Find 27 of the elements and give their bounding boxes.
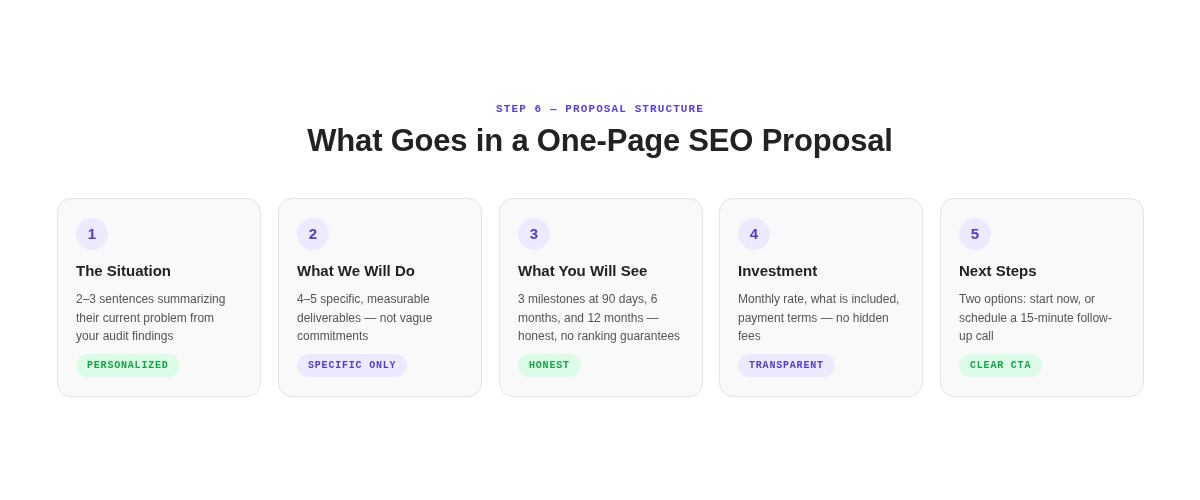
card-heading: What We Will Do — [297, 262, 415, 279]
step-card — [940, 198, 1144, 397]
card-description: Monthly rate, what is included, payment terms — no hidden fees — [738, 291, 901, 345]
card-heading: What You Will See — [518, 262, 648, 279]
number-circle: 5 — [959, 218, 991, 250]
card-description: 2–3 sentences summarizing their current problem from your audit findings — [76, 291, 227, 345]
card-heading: The Situation — [76, 262, 171, 279]
number-circle: 4 — [738, 218, 770, 250]
tag-pill: CLEAR CTA — [959, 354, 1043, 377]
number-circle: 1 — [76, 218, 108, 250]
step-card — [719, 198, 923, 397]
number-circle: 3 — [518, 218, 550, 250]
step-card — [57, 198, 261, 397]
card-description: Two options: start now, or schedule a 15-minute follow-up call — [959, 291, 1113, 345]
page-title: What Goes in a One-Page SEO Proposal — [307, 123, 893, 159]
step-label: STEP 6 — PROPOSAL STRUCTURE — [496, 103, 704, 115]
step-card — [278, 198, 482, 397]
card-description: 4–5 specific, measurable deliverables — not vague commitments — [297, 291, 434, 345]
card-heading: Next Steps — [959, 262, 1037, 279]
number-circle: 2 — [297, 218, 329, 250]
card-description: 3 milestones at 90 days, 6 months, and 12 months — honest, no ranking guarantees — [518, 291, 682, 345]
tag-pill: SPECIFIC ONLY — [297, 354, 408, 377]
step-card — [499, 198, 703, 397]
tag-pill: PERSONALIZED — [76, 354, 180, 377]
card-heading: Investment — [738, 262, 818, 279]
tag-pill: HONEST — [518, 354, 581, 377]
tag-pill: TRANSPARENT — [738, 354, 835, 377]
